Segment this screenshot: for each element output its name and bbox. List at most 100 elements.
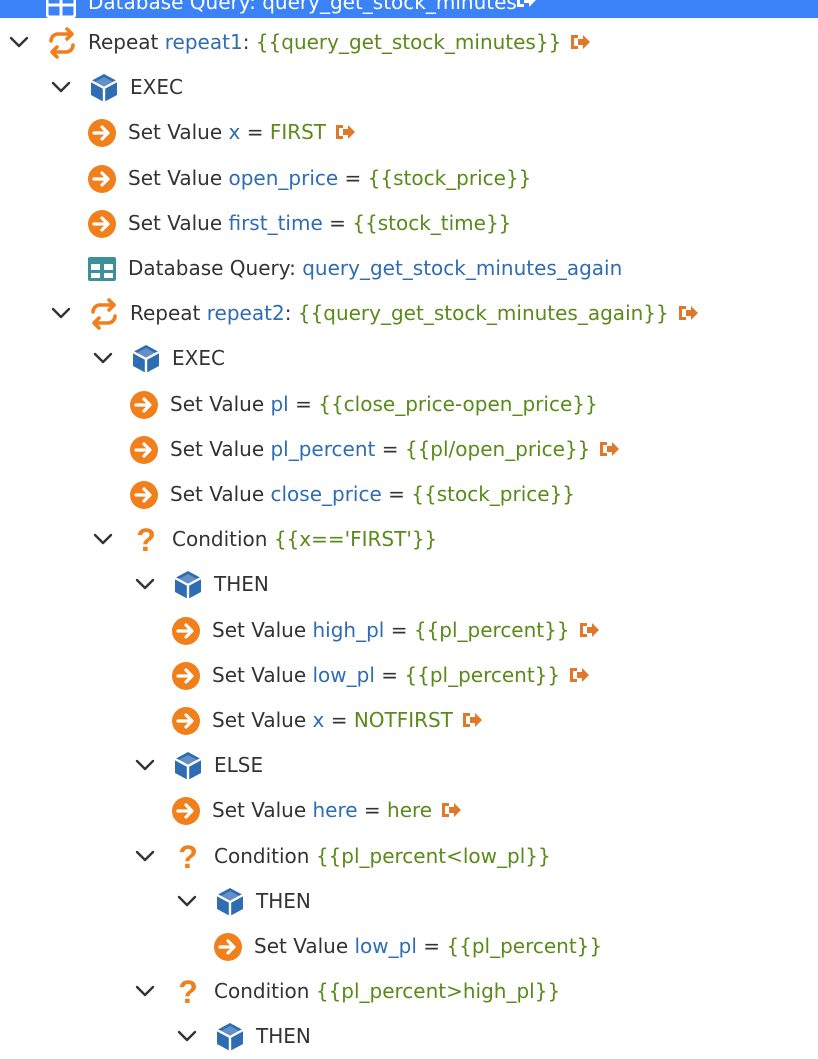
node-value: {{close_price-open_price}} [318,391,598,416]
tree-row-set[interactable]: Set Value here = here [0,788,818,833]
output-icon[interactable] [461,710,483,730]
tree-row-set[interactable]: Set Value x = FIRST [0,110,818,155]
node-keyword: Condition [214,979,310,1004]
tree-row-repeat[interactable]: Repeat repeat2: {{query_get_stock_minute… [0,291,818,336]
tree-row-set[interactable]: Set Value close_price = {{stock_price}} [0,472,818,517]
tree-row-repeat[interactable]: Repeat repeat1: {{query_get_stock_minute… [0,20,818,65]
node-value: {{pl_percent}} [404,662,561,687]
node-separator: = [246,120,264,145]
set-value-icon [172,797,200,826]
database-icon [88,257,116,281]
output-icon[interactable] [569,32,591,52]
chevron-down-icon[interactable] [132,978,158,1004]
node-label: Database Query: query_get_stock_minutes_… [128,255,622,281]
tree-row-block[interactable]: EXEC [0,65,818,110]
node-variable: repeat1 [164,30,243,54]
tree-row-condition[interactable]: ? Condition {{x=='FIRST'}} [0,517,818,562]
svg-text:?: ? [136,524,156,556]
node-label: Set Value low_pl = {{pl_percent}} [212,662,590,688]
tree-row-condition[interactable]: ?Condition {{pl_percent<low_pl}} [0,834,818,879]
node-keyword: EXEC [130,75,183,100]
set-value-icon [172,661,200,690]
tree-row-block[interactable]: EXEC [0,336,818,381]
tree-row-db[interactable]: Database Query: query_get_stock_minutes_… [0,246,818,291]
question-icon: ? [178,976,198,1008]
tree-row-block[interactable]: ELSE [0,743,818,788]
tree-row-set[interactable]: Set Value high_pl = {{pl_percent}} [0,608,818,653]
node-value: {{pl_percent>high_pl}} [315,979,561,1004]
tree-row-set[interactable]: Set Value first_time = {{stock_time}} [0,201,818,246]
tree-row-block[interactable]: THEN [0,879,818,924]
tree-row-condition[interactable]: ? Condition {{pl_percent>high_pl}} [0,969,818,1014]
node-variable: first_time [228,210,323,235]
chevron-down-icon[interactable] [132,843,158,869]
node-keyword: Set Value [128,165,223,190]
output-icon[interactable] [677,303,699,323]
node-keyword: THEN [256,1024,311,1049]
set-value-icon [130,435,158,464]
node-separator: = [423,934,441,958]
output-icon[interactable] [334,122,356,142]
tree-row-set[interactable]: Set Value x = NOTFIRST [0,698,818,743]
node-label: Set Value x = FIRST [128,119,356,145]
node-label: EXEC [172,345,225,371]
node-variable: open_price [228,165,339,190]
node-keyword: THEN [256,888,311,913]
node-value: NOTFIRST [353,708,453,732]
chevron-down-icon[interactable] [90,526,116,552]
cube-icon [132,345,160,374]
question-icon: ? [178,841,198,873]
node-separator: = [344,165,362,190]
tree-row-block[interactable]: THEN [0,1014,818,1059]
node-variable: close_price [270,482,382,506]
repeat-icon [91,298,117,330]
node-separator: = [381,662,399,687]
output-icon[interactable] [515,0,537,10]
node-separator: = [388,482,405,506]
tree-row-set[interactable]: Set Value low_pl = {{pl_percent}} [0,653,818,698]
selected-node-bar[interactable]: Database Query: query_get_stock_minutes [0,0,818,18]
chevron-down-icon[interactable] [6,29,32,55]
node-separator: = [381,436,399,461]
chevron-down-icon[interactable] [90,345,116,371]
cube-icon [216,1023,244,1052]
chevron-down-icon[interactable] [174,888,200,914]
tree-row-set[interactable]: Set Value pl = {{close_price-open_price}… [0,382,818,427]
node-label: Condition {{x=='FIRST'}} [172,526,437,552]
chevron-down-icon[interactable] [132,752,158,778]
output-icon[interactable] [578,620,600,640]
chevron-down-icon[interactable] [174,1023,200,1049]
output-icon[interactable] [598,439,620,459]
chevron-down-icon[interactable] [48,74,74,100]
node-label: EXEC [130,74,183,100]
node-value: {{pl/open_price}} [404,436,591,461]
node-label: Set Value close_price = {{stock_price}} [170,481,575,507]
cube-icon [174,752,202,781]
chevron-down-icon[interactable] [132,571,158,597]
node-variable: low_pl [312,662,375,687]
output-icon[interactable] [440,800,462,820]
tree-row-set[interactable]: Set Value open_price = {{stock_price}} [0,156,818,201]
node-keyword: Set Value [212,662,307,687]
node-label: ELSE [214,752,263,778]
node-keyword: Set Value [212,617,307,642]
node-value: {{pl_percent}} [446,934,603,958]
node-value: {{query_get_stock_minutes}} [255,30,562,54]
tree-row-set[interactable]: Set Value low_pl = {{pl_percent}} [0,924,818,969]
svg-text:?: ? [178,841,198,873]
node-label: Set Value here = here [212,797,462,823]
node-keyword: Set Value [254,934,349,958]
node-separator: : [284,301,292,326]
output-icon[interactable] [568,665,590,685]
chevron-down-icon[interactable] [48,300,74,326]
node-keyword: Set Value [170,436,265,461]
node-value: here [387,798,433,823]
node-value: {{query_get_stock_minutes_again}} [297,301,669,326]
node-label: THEN [256,888,311,914]
node-keyword: THEN [214,572,269,597]
tree-row-set[interactable]: Set Value pl_percent = {{pl/open_price}} [0,427,818,472]
node-separator: = [390,617,408,642]
tree-row-block[interactable]: THEN [0,562,818,607]
node-label: Repeat repeat1: {{query_get_stock_minute… [88,29,591,55]
set-value-icon [88,164,116,193]
